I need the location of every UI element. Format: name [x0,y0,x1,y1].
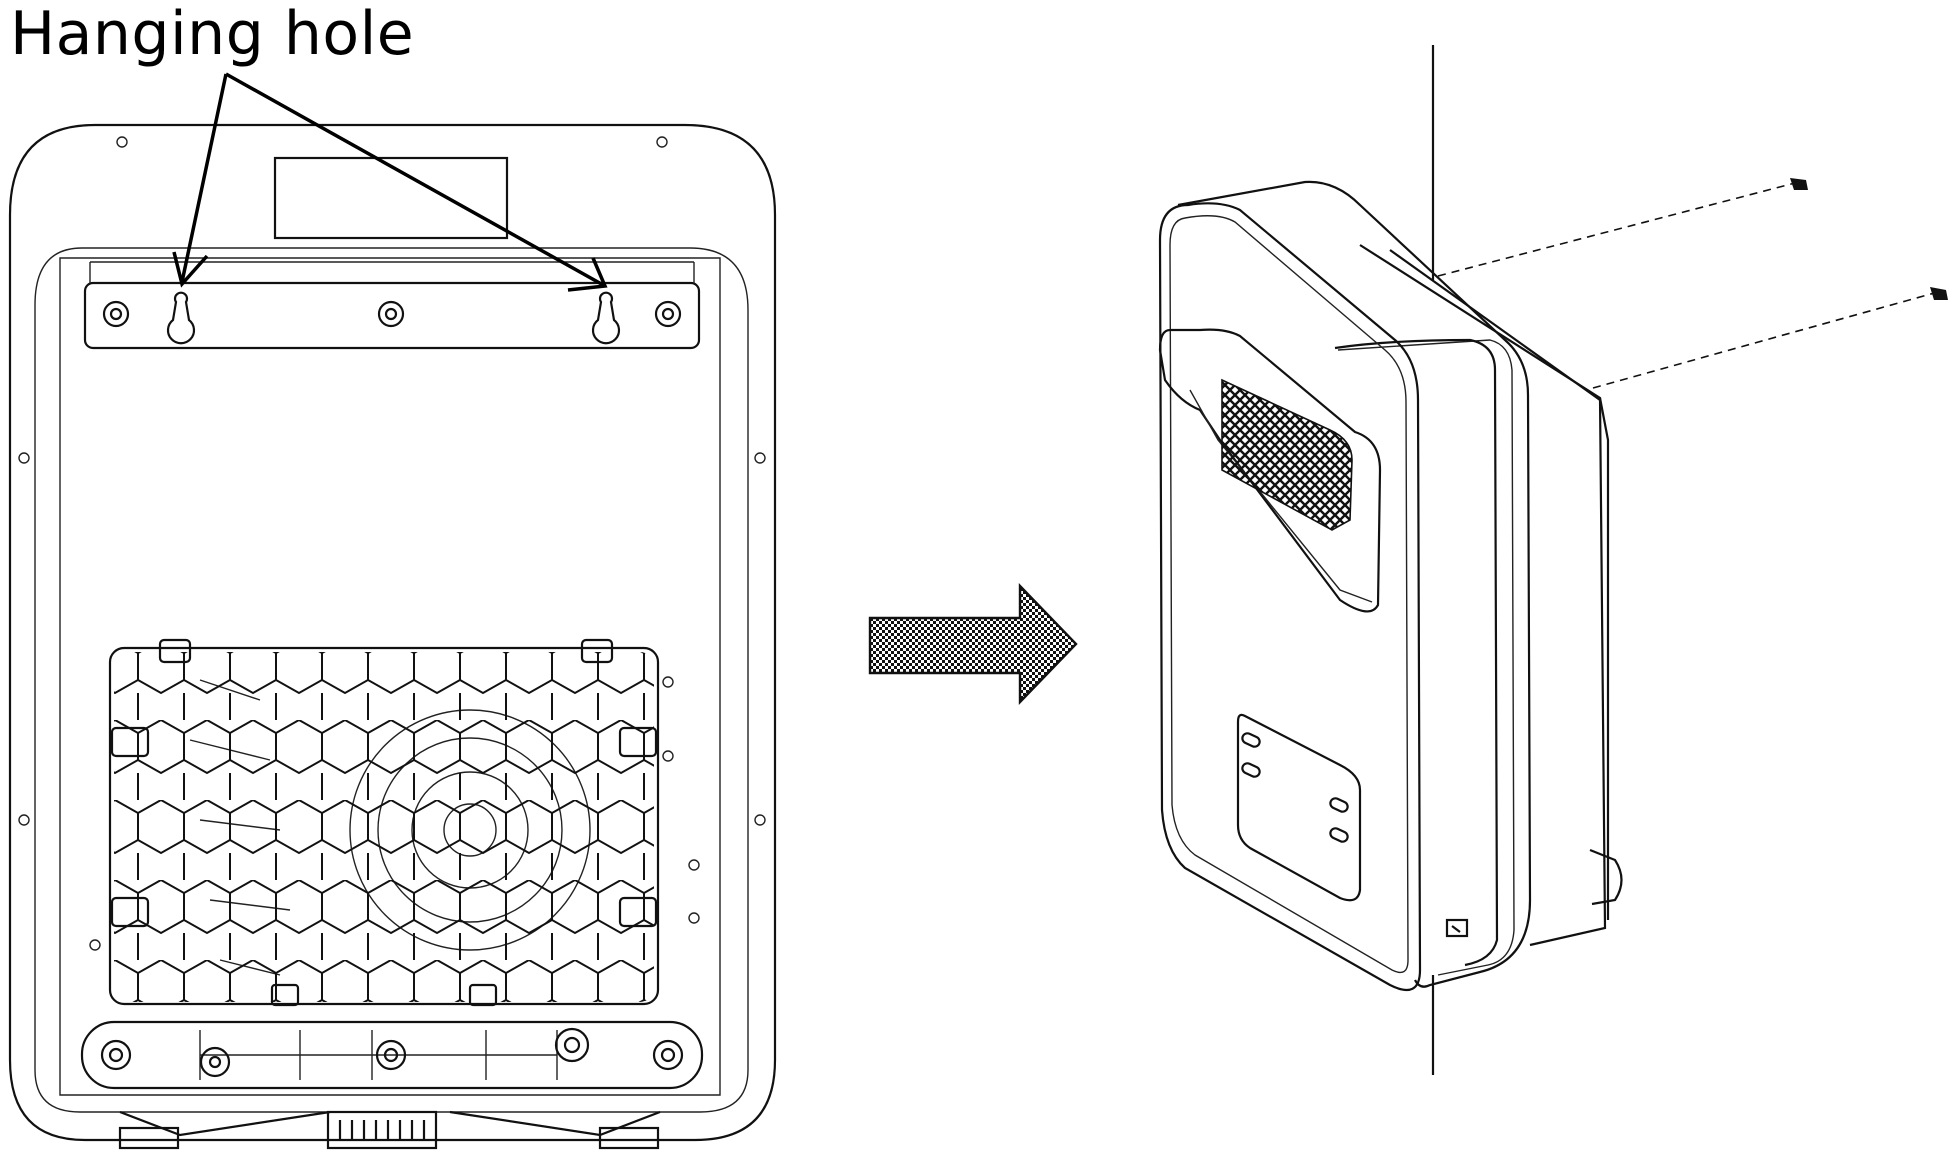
heater-front-face [1158,202,1469,992]
control-panel [1236,713,1362,902]
wall-screws [1437,178,1948,389]
heater-mounted-on-wall [1158,45,1948,1075]
hanging-hole-label: Hanging hole [10,0,415,69]
bottom-base [118,1110,661,1150]
power-switch [1445,918,1469,938]
hanging-hole-right [591,291,621,345]
vent-mesh [1221,378,1353,531]
top-mounting-bar [83,261,701,350]
bottom-foot-bar [80,1020,704,1090]
heater-outer-shell [8,123,777,1142]
heater-back-view [8,123,777,1150]
foot-screws [100,1027,684,1078]
shell-screw-dots [18,136,766,951]
front-vent-housing [1158,328,1382,613]
heater-side-panel [1177,180,1532,988]
top-label-plate [273,156,509,240]
heater-back-box [1359,244,1623,947]
grill-clips [110,638,658,1007]
heater-inner-shell [34,247,749,1113]
hanging-hole-left [166,291,196,345]
bar-screws [102,300,682,328]
direction-arrow [868,583,1078,705]
hanging-hole-pointers [172,72,608,292]
back-grill [108,638,660,1007]
